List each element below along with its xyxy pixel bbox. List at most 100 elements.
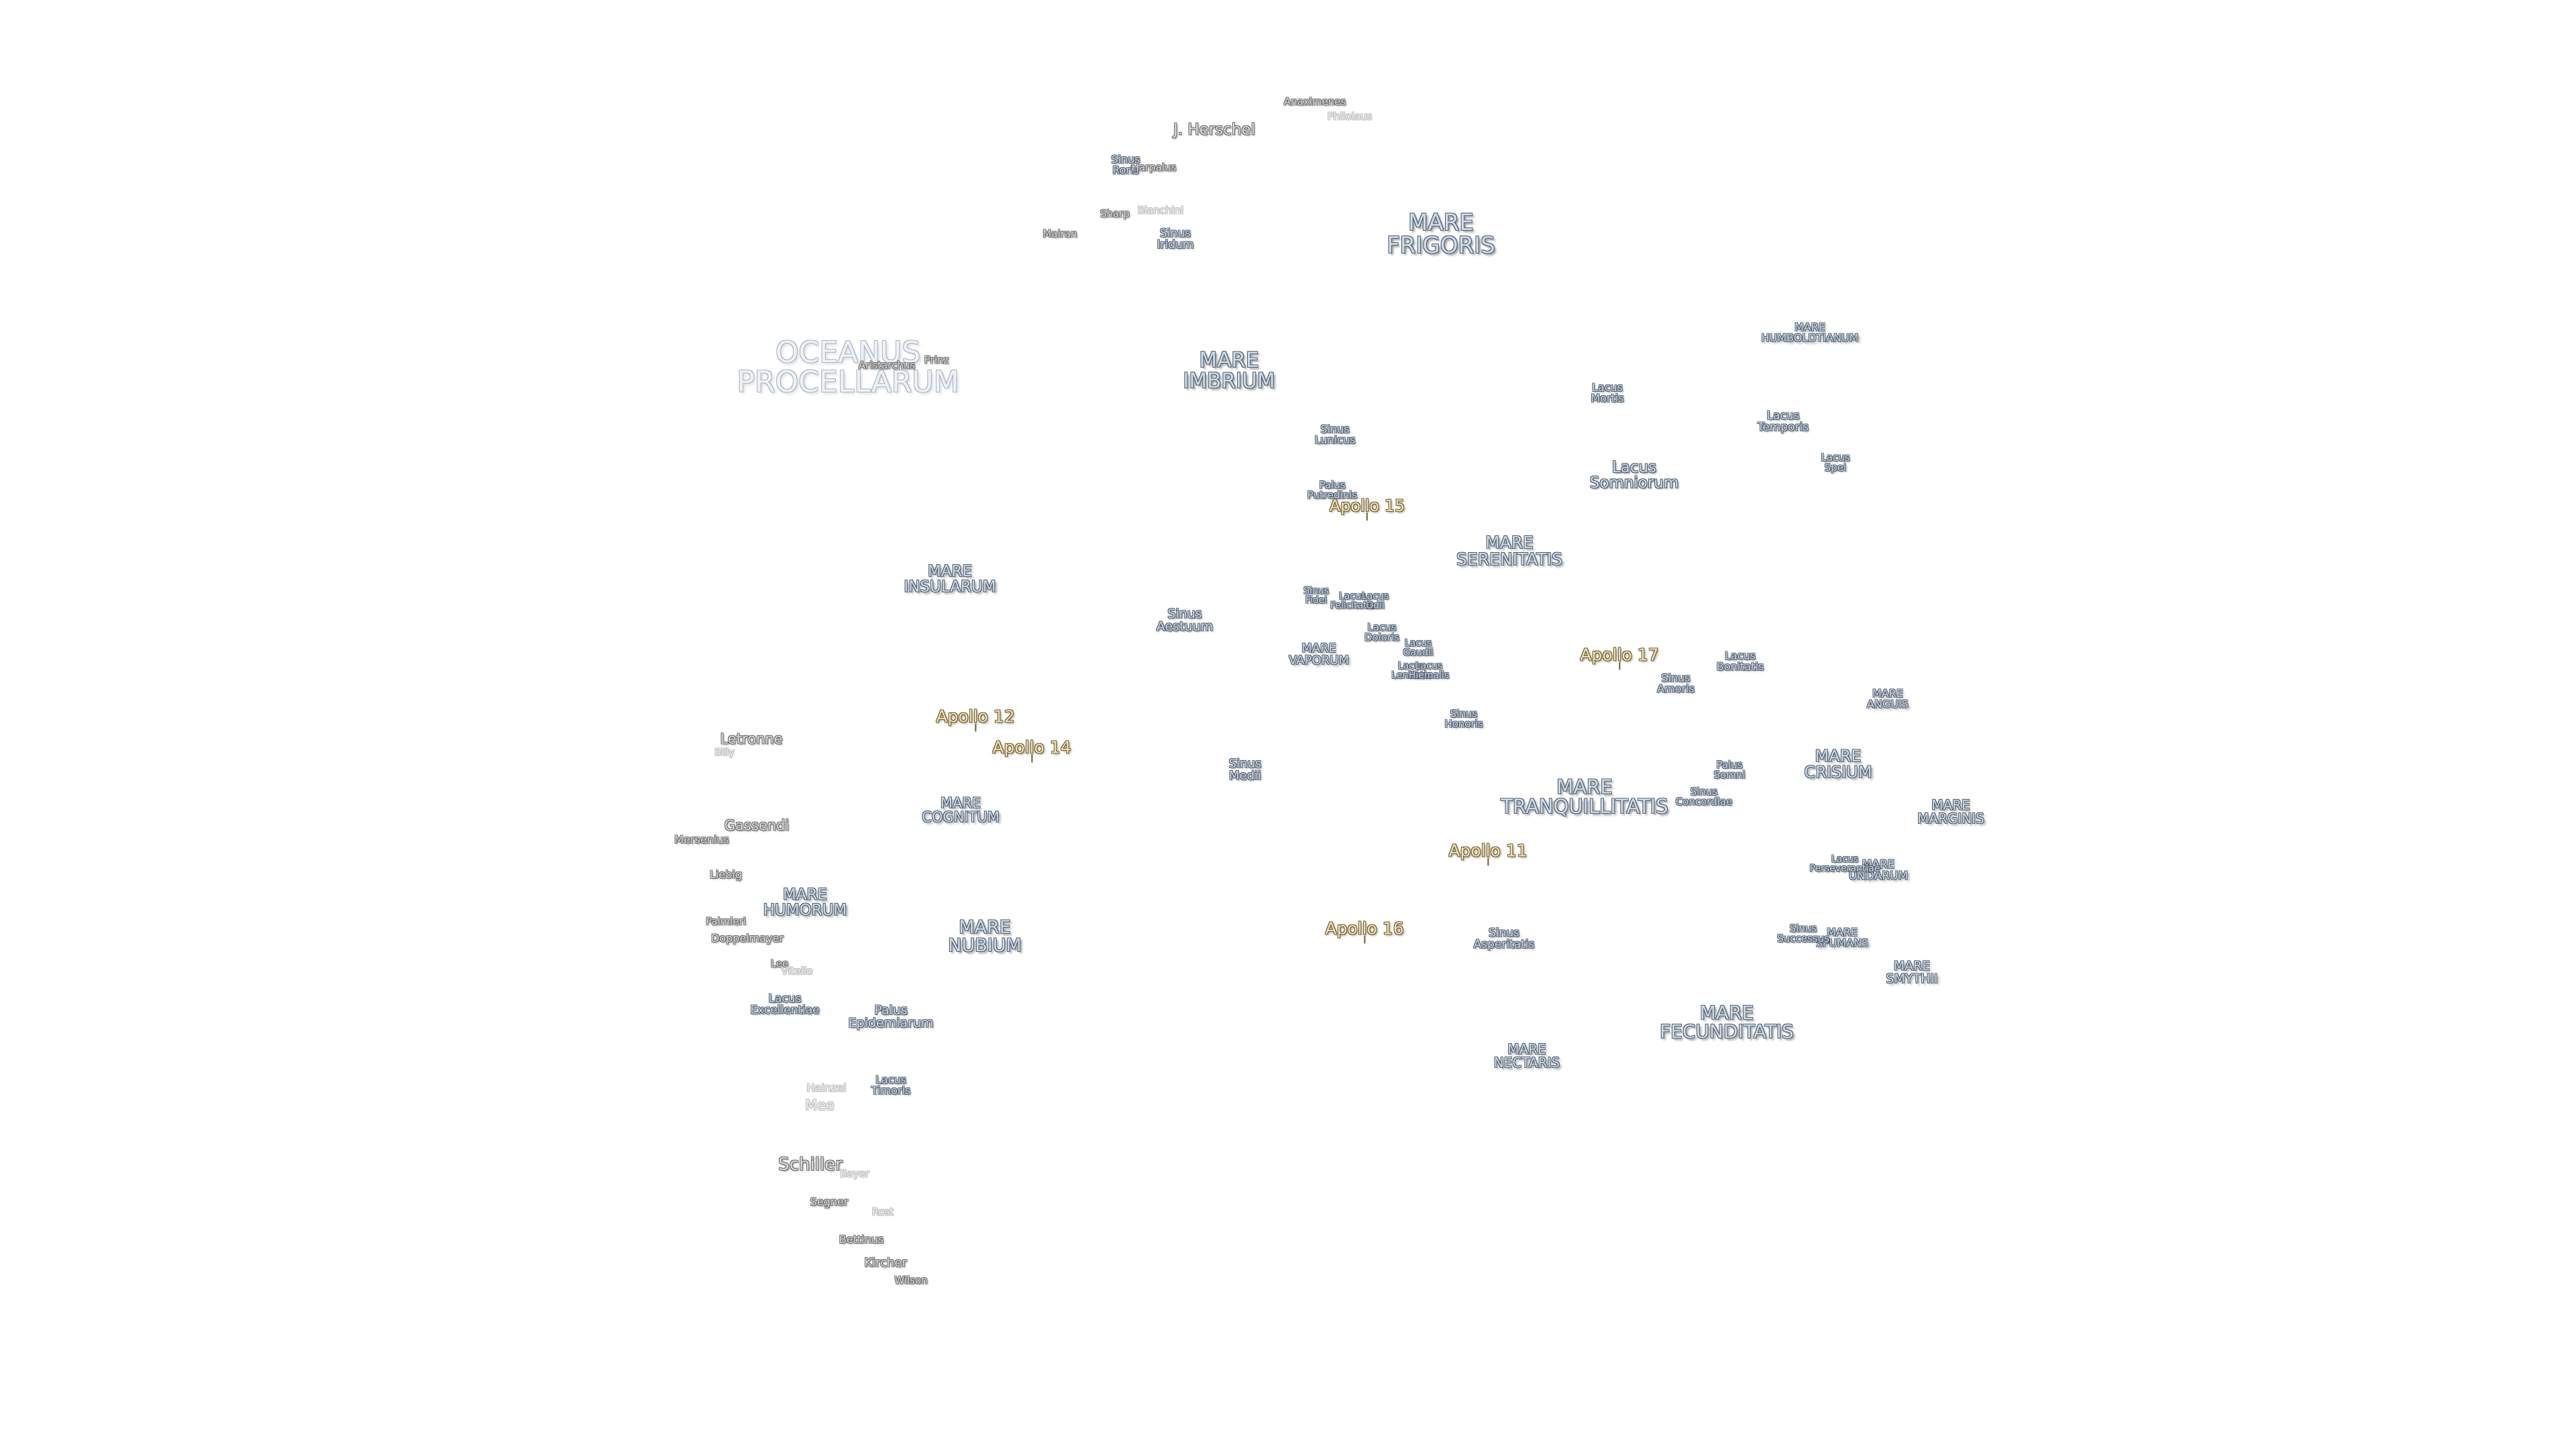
label-line: Hainzel — [806, 1081, 847, 1094]
label-line: Hiemalis — [1408, 670, 1450, 681]
label-line: Apollo 12 — [936, 706, 1015, 727]
label-line: Lacus — [1404, 638, 1432, 649]
label-line: Bettinus — [839, 1233, 884, 1246]
label-mersenius: Mersenius — [674, 835, 729, 845]
label-line: Epidemiarum — [848, 1016, 934, 1030]
label-line: Bonitatis — [1716, 660, 1764, 673]
label-line: Lacus — [1821, 451, 1850, 464]
label-line: Sinus — [1690, 786, 1718, 798]
label-line: Sinus — [1320, 423, 1350, 435]
label-apollo-14: Apollo 14 — [992, 737, 1071, 763]
label-line: OCEANUS — [775, 335, 921, 370]
label-line: HUMORUM — [763, 902, 847, 919]
label-line: J. Herschel — [1173, 121, 1256, 139]
label-line: MARE — [1794, 321, 1825, 333]
label-prinz: Prinz — [924, 355, 949, 366]
label-line: Mortis — [1591, 392, 1624, 405]
label-apollo-16: Apollo 16 — [1325, 920, 1404, 944]
label-line: Lacus — [1591, 381, 1623, 394]
label-line: Lacus — [768, 992, 802, 1006]
label-line: MARE — [1556, 775, 1613, 798]
label-line: Timoris — [871, 1084, 911, 1097]
label-line: Aristarchus — [858, 359, 916, 372]
label-apollo-15: Apollo 15 — [1329, 496, 1405, 521]
landing-site-marker — [1619, 661, 1620, 670]
label-line: Gassendi — [724, 817, 790, 834]
label-line: Sinus — [1167, 606, 1202, 621]
label-line: Anaximenes — [1283, 95, 1346, 108]
label-j-herschel: J. Herschel — [1173, 121, 1256, 139]
label-line: Amoris — [1657, 682, 1695, 695]
label-line: Lacus — [1415, 661, 1443, 672]
label-line: MARE — [1699, 1002, 1754, 1024]
label-line: Excellentiae — [750, 1004, 820, 1017]
label-line: Palus — [1716, 759, 1743, 771]
label-wilson: Wilson — [894, 1275, 927, 1286]
label-line: NUBIUM — [948, 935, 1022, 956]
label-line: Lee — [770, 957, 789, 970]
label-line: FRIGORIS — [1387, 232, 1495, 259]
label-line: Sinus — [1303, 586, 1329, 596]
label-line: Palus — [1319, 479, 1346, 491]
label-line: MARE — [1931, 797, 1970, 813]
label-hainzel: Hainzel — [806, 1083, 846, 1093]
label-apollo-17: Apollo 17 — [1580, 647, 1659, 670]
label-kircher: Kircher — [864, 1257, 907, 1269]
label-line: Honoris — [1444, 718, 1483, 730]
label-line: Mee — [805, 1097, 835, 1114]
label-apollo-11: Apollo 11 — [1448, 843, 1527, 866]
label-line: Apollo 15 — [1329, 496, 1405, 515]
label-line: MARE — [1408, 209, 1474, 236]
label-rost: Rost — [872, 1207, 894, 1218]
label-line: MARE — [1485, 533, 1534, 552]
label-line: Letronne — [720, 731, 783, 747]
label-line: MARGINIS — [1917, 810, 1984, 826]
label-doppelmayer: Doppelmayer — [711, 933, 784, 944]
label-liebig: Liebig — [710, 869, 742, 880]
label-line: Segner — [810, 1195, 849, 1208]
label-line: Kircher — [864, 1256, 907, 1270]
landing-site-marker — [1366, 513, 1368, 521]
label-line: IMBRIUM — [1183, 369, 1275, 393]
label-sharp: Sharp — [1100, 209, 1130, 219]
label-line: Gaudii — [1403, 647, 1434, 658]
label-line: PROCELLARUM — [737, 365, 959, 399]
label-line: TRANQUILLITATIS — [1501, 795, 1668, 818]
label-line: Sharp — [1100, 207, 1130, 220]
label-line: MARE — [1301, 641, 1336, 655]
landing-site-marker — [1364, 935, 1365, 944]
label-line: Billy — [714, 747, 735, 758]
label-line: Somniorum — [1589, 474, 1679, 492]
label-line: SMYTHII — [1886, 971, 1938, 986]
label-line: Apollo 14 — [992, 737, 1071, 757]
label-line: Lacus — [1831, 854, 1859, 865]
label-line: MARE — [959, 917, 1011, 938]
label-anaximenes: Anaximenes — [1284, 97, 1346, 107]
label-mee: Mee — [805, 1097, 835, 1114]
label-line: Lunicus — [1314, 433, 1356, 446]
label-line: Lenitatis — [1391, 670, 1432, 681]
